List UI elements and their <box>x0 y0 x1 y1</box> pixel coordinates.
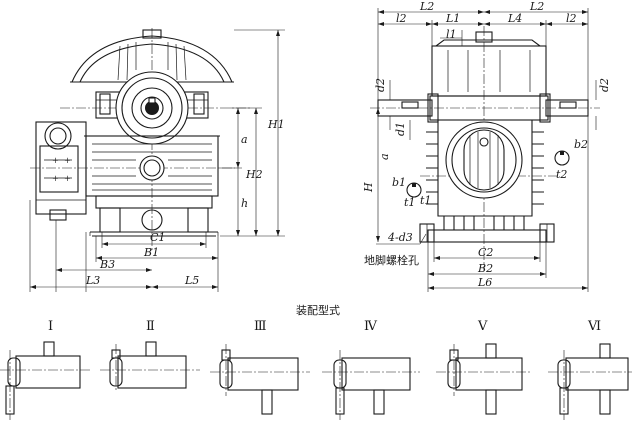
dim-H1: H1 <box>267 118 285 131</box>
dim-B3: B3 <box>99 258 115 271</box>
dim-b2: b2 <box>574 138 588 151</box>
front-view: + + + + <box>29 28 285 292</box>
dim-b1: b1 <box>392 176 406 189</box>
assembly-section: 装配型式 Ⅰ Ⅱ Ⅲ Ⅳ Ⅴ Ⅵ <box>0 303 632 420</box>
assembly-type-5 <box>436 343 530 415</box>
dim-a: a <box>241 133 248 146</box>
assembly-title: 装配型式 <box>296 303 340 317</box>
svg-text:+: + <box>52 174 59 183</box>
label-bolt-d3: 4-d3 <box>387 231 413 244</box>
dim-l2-left: l2 <box>396 12 407 25</box>
dim-t2: t2 <box>556 168 567 181</box>
dim-B1: B1 <box>143 246 159 259</box>
type-label-5: Ⅴ <box>477 319 488 334</box>
svg-text:+: + <box>52 156 59 165</box>
dim-H2: H2 <box>245 168 263 181</box>
dim-t1-b: t1 <box>404 196 415 209</box>
dim-l2-right: l2 <box>566 12 577 25</box>
dim-L1: L1 <box>445 12 460 25</box>
dim-C1: C1 <box>150 231 165 244</box>
type-label-2: Ⅱ <box>146 319 155 334</box>
svg-text:+: + <box>64 156 71 165</box>
type-label-4: Ⅳ <box>364 319 378 334</box>
dim-L3: L3 <box>85 274 100 287</box>
type-label-6: Ⅵ <box>587 319 601 334</box>
type-label-1: Ⅰ <box>48 319 53 334</box>
type-label-3: Ⅲ <box>254 319 267 334</box>
dim-d2-right: d2 <box>598 78 611 92</box>
dim-L6: L6 <box>477 276 492 289</box>
dim-t1-a: t1 <box>420 194 431 207</box>
dim-d1: d1 <box>394 122 407 136</box>
dim-l1: l1 <box>446 28 457 41</box>
dim-H: H <box>362 182 375 193</box>
dim-a-side: a <box>378 153 391 160</box>
dim-L5: L5 <box>184 274 199 287</box>
assembly-type-4 <box>322 350 420 420</box>
dim-L4: L4 <box>507 12 522 25</box>
assembly-type-2 <box>100 341 200 392</box>
assembly-type-1 <box>0 341 90 420</box>
svg-text:+: + <box>64 174 71 183</box>
dim-L2-left: L2 <box>419 0 434 13</box>
dim-h: h <box>241 197 248 210</box>
assembly-type-6 <box>548 343 632 420</box>
side-view: L2 L2 L1 L4 l2 l2 l1 d2 d2 d1 a b1 t1 t1… <box>362 0 611 292</box>
dim-B2: B2 <box>477 262 493 275</box>
assembly-type-3 <box>210 344 310 415</box>
dim-L2-right: L2 <box>529 0 544 13</box>
dim-C2: C2 <box>478 246 493 259</box>
dim-d2-left: d2 <box>374 78 387 92</box>
label-foot-bolt-hole: 地脚螺栓孔 <box>364 253 419 267</box>
